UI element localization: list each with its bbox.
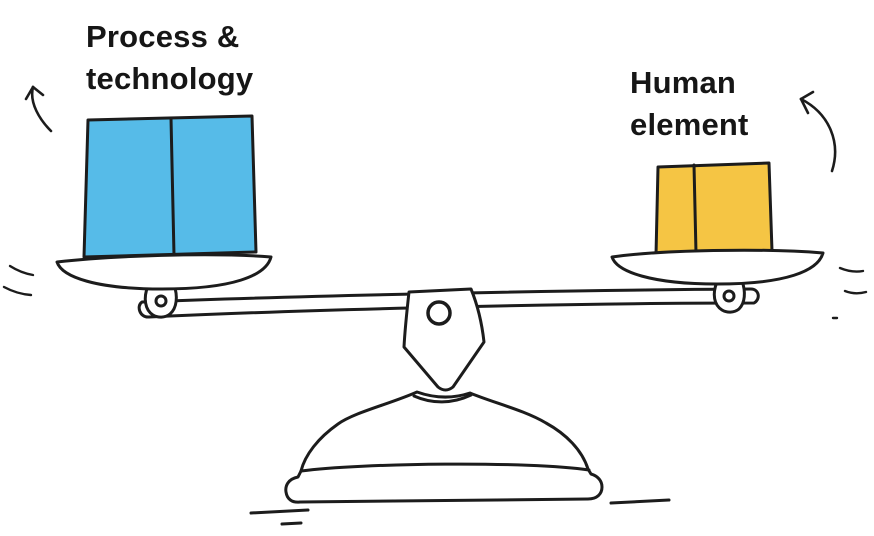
right-label-line2: element: [630, 107, 749, 142]
left-pan: [55, 253, 273, 291]
ground-lines: [249, 498, 671, 526]
right-label: Human element: [630, 62, 749, 146]
right-weight-divider: [692, 163, 698, 255]
left-weight-divider: [169, 116, 176, 257]
right-label-line1: Human: [630, 65, 737, 100]
left-label-line2: technology: [86, 61, 254, 96]
right-weight-block: [654, 161, 774, 257]
left-arrow-icon: [24, 85, 53, 133]
left-hanger-hole: [154, 294, 168, 308]
left-label-line1: Process &: [86, 19, 240, 54]
ink-group: [2, 85, 868, 526]
right-motion-marks: [831, 266, 868, 320]
scale-base-neck-line: [412, 393, 473, 404]
right-arrow-icon: [799, 90, 837, 173]
right-hanger-hole: [722, 289, 736, 303]
fulcrum-pivot-hole: [426, 300, 452, 326]
right-pan: [610, 248, 825, 286]
left-weight-block: [82, 114, 258, 259]
left-label: Process & technology: [86, 16, 253, 100]
left-motion-marks: [2, 264, 35, 297]
scale-base-lip-line: [299, 462, 591, 473]
scale-base: [284, 390, 604, 504]
fulcrum-plate: [402, 287, 486, 392]
